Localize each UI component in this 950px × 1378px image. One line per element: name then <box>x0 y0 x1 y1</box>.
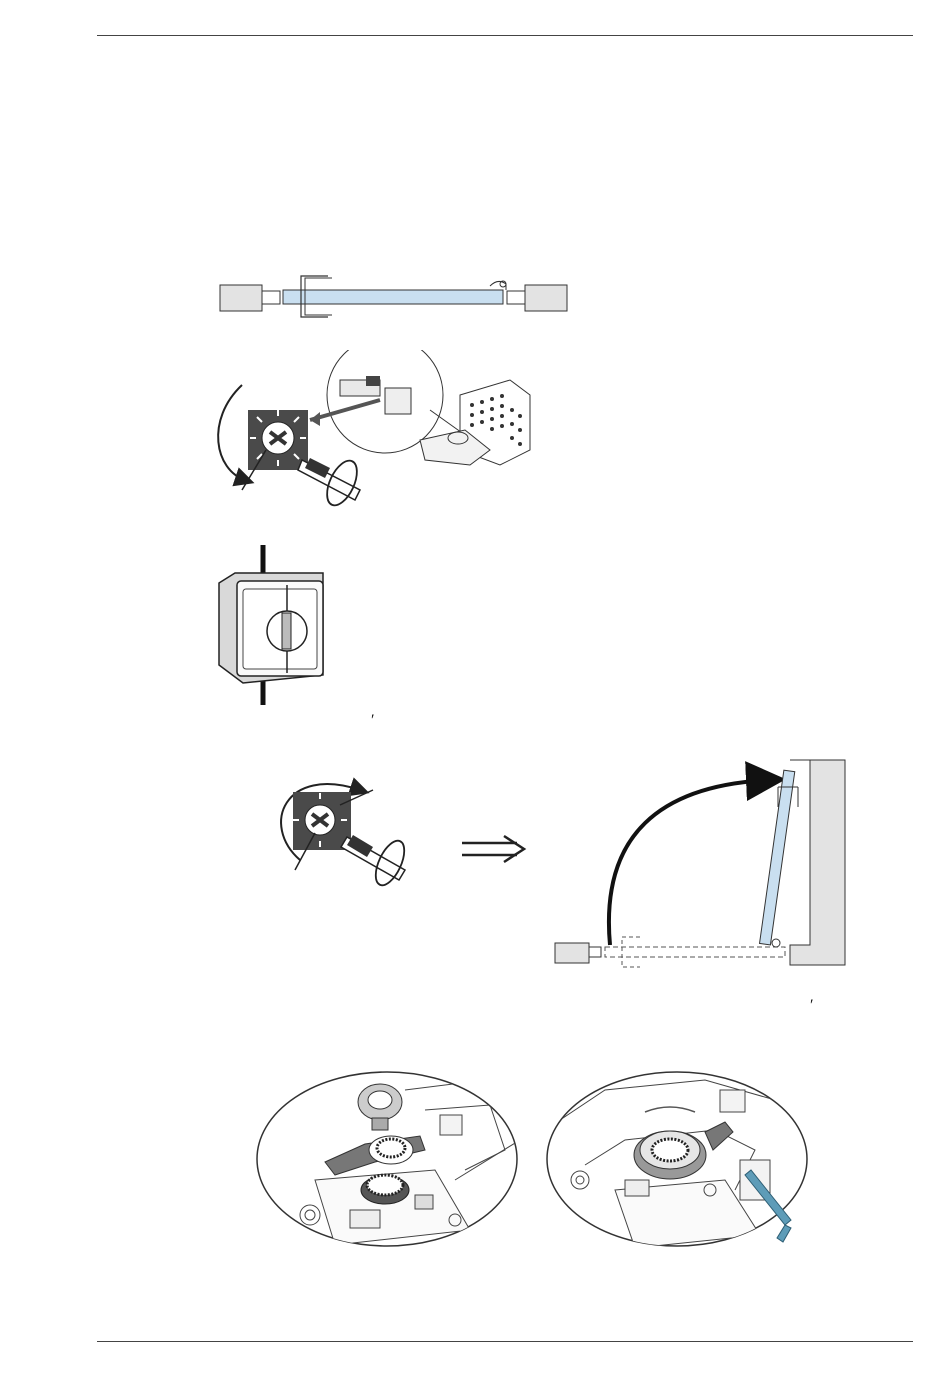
door-leaf-closed-figure <box>215 270 575 325</box>
screw-turn-figure <box>265 765 425 890</box>
footer-rule <box>97 1341 913 1342</box>
prime-mark-2: ′ <box>810 998 814 1014</box>
gear-assembled-figure <box>545 1070 810 1248</box>
implies-arrow-icon <box>462 834 527 864</box>
screw-adjustment-figure <box>210 350 550 520</box>
gear-exploded-figure <box>255 1070 520 1248</box>
header-rule <box>97 35 913 36</box>
emergency-switch-figure <box>215 545 330 705</box>
door-leaf-opened-figure <box>550 755 850 980</box>
prime-mark-1: ′ <box>371 713 375 729</box>
